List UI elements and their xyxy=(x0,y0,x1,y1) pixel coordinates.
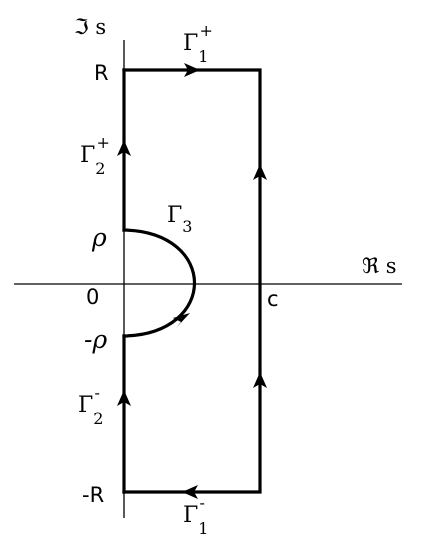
label-gamma3: Γ3 xyxy=(167,203,192,236)
arrow-right-top xyxy=(184,63,200,77)
label-gamma1-minus: Γ1- xyxy=(183,493,208,538)
label-gamma1-plus: Γ1+ xyxy=(183,21,213,66)
arrow-left-bottom xyxy=(182,485,198,499)
label-gamma2-plus: Γ2+ xyxy=(80,133,110,178)
arrow-up-gamma2-plus xyxy=(117,140,131,156)
arrow-up-gamma2-minus xyxy=(117,390,131,406)
arrow-up-right-lower xyxy=(253,372,267,388)
arrow-up-right-upper xyxy=(253,164,267,180)
imag-axis-label: ℑ s xyxy=(74,15,106,39)
real-axis-label: ℜ s xyxy=(362,254,397,278)
label-c: c xyxy=(267,287,279,311)
label-neg-R: -R xyxy=(82,483,104,507)
direction-arrows xyxy=(117,63,267,499)
label-neg-rho: -ρ xyxy=(84,325,107,354)
gamma1-plus-segment xyxy=(122,68,262,494)
label-rho: ρ xyxy=(91,223,107,252)
contour-path xyxy=(122,68,262,494)
label-R: R xyxy=(94,61,109,85)
arrow-gamma3 xyxy=(173,313,190,328)
label-origin: 0 xyxy=(86,285,99,309)
label-gamma2-minus: Γ2- xyxy=(78,383,103,428)
gamma3-arc xyxy=(122,228,197,338)
